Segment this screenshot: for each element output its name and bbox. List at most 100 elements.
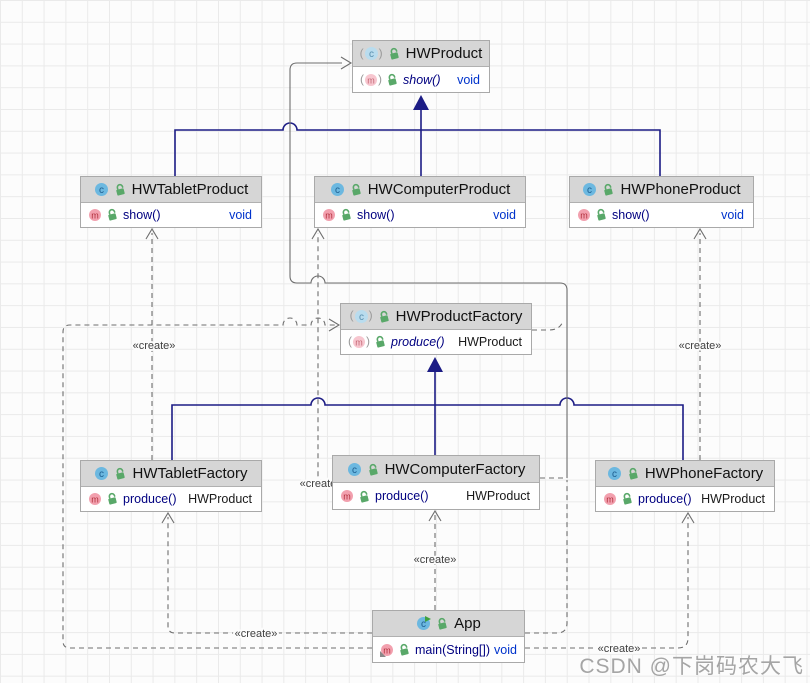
class-name: HWComputerFactory [384,460,526,478]
method-row[interactable]: (m) produce() HWProduct [341,330,531,355]
create-stereotype-label: «create» [235,628,278,640]
dependency-edge-factories-return-hwproduct-trunk [289,62,568,478]
inheritance-arrowhead-icon [413,95,429,110]
public-lock-icon [350,183,363,196]
class-icon: c [330,182,345,197]
method-return-type: HWProduct [458,334,522,349]
svg-text:c: c [612,469,617,480]
public-lock-icon [367,463,380,476]
method-row[interactable]: (m)show()void [353,67,489,92]
method-return-type: void [229,207,252,222]
method-icon: m [340,489,354,503]
svg-text:m: m [367,75,375,85]
public-lock-icon [106,208,119,221]
public-lock-icon [114,467,127,480]
method-row[interactable]: m produce() HWProduct [596,487,774,512]
method-name: show() [403,72,441,87]
method-return-type: HWProduct [701,491,765,506]
class-header[interactable]: (c) HWProductFactory [341,304,531,330]
class-box-hwcomputerfactory[interactable]: c HWComputerFactory m produce() HWProduct [332,455,540,510]
method-return-type: HWProduct [188,491,252,506]
svg-text:m: m [383,645,391,655]
class-box-hwproduct[interactable]: (c)HWProduct(m)show()void [352,40,490,93]
svg-text:c: c [99,185,104,196]
dependency-edge-hwcomputerfactory-creates-hwcomputerproduct [317,233,332,484]
class-header[interactable]: c HWTabletFactory [81,461,261,487]
dependency-arrowhead-icon [311,227,325,240]
class-header[interactable]: c HWPhoneFactory [596,461,774,487]
method-icon: m [380,643,394,657]
create-stereotype-label: «create» [679,340,722,352]
method-icon: m [88,492,102,506]
svg-text:m: m [91,210,99,220]
dependency-edge-app-uses-hwproduct [525,480,568,634]
class-box-hwcomputerproduct[interactable]: c HWComputerProduct m show() void [314,176,526,228]
class-box-hwtabletproduct[interactable]: c HWTabletProduct m show() void [80,176,262,228]
dependency-arrowhead-icon [681,511,695,524]
dependency-arrowhead-icon [328,318,341,332]
method-return-type: void [457,72,480,87]
public-lock-icon [374,335,387,348]
static-overlay-icon [380,650,386,657]
method-return-type: void [494,642,517,657]
class-icon: c [94,466,109,481]
method-return-type: HWProduct [466,489,530,503]
abstract-class-icon: (c) [349,308,373,323]
public-lock-icon [358,490,371,503]
class-icon: c [94,182,109,197]
svg-text:m: m [343,492,351,502]
svg-text:c: c [587,185,592,196]
method-row[interactable]: m show() void [81,203,261,228]
method-row[interactable]: m produce() HWProduct [333,483,539,509]
method-row[interactable]: m main(String[])void [373,637,524,662]
method-name: main(String[]) [415,642,491,657]
method-icon: m [577,208,591,222]
class-header[interactable]: c HWTabletProduct [81,177,261,203]
inheritance-edge-factories-extend-hwproductfactory [171,397,684,460]
abstract-method-icon: (m) [348,333,370,348]
svg-text:m: m [325,210,333,220]
dependency-arrowhead-icon [693,227,707,240]
class-name: HWTabletFactory [132,464,248,482]
public-lock-icon [388,47,401,60]
run-overlay-icon [425,616,432,622]
class-name: HWComputerProduct [367,180,511,198]
method-icon: m [603,492,617,506]
class-icon: c [347,462,362,477]
method-return-type: void [721,207,744,222]
class-header[interactable]: (c)HWProduct [353,41,489,67]
class-box-hwphonefactory[interactable]: c HWPhoneFactory m produce() HWProduct [595,460,775,512]
dependency-edge-app-creates-hwphonefactory [525,517,689,649]
method-name: produce() [375,489,429,503]
public-lock-icon [621,492,634,505]
class-header[interactable]: c HWComputerFactory [333,456,539,483]
method-name: produce() [391,334,445,349]
method-name: show() [357,207,395,222]
class-name: HWProductFactory [395,307,523,325]
public-lock-icon [595,208,608,221]
method-name: show() [123,207,161,222]
create-stereotype-label: «create» [133,340,176,352]
method-icon: m [88,208,102,222]
method-row[interactable]: m show() void [315,203,525,228]
svg-text:c: c [421,619,426,630]
method-name: produce() [638,491,692,506]
public-lock-icon [398,643,411,656]
method-return-type: void [493,207,516,222]
class-header[interactable]: c HWComputerProduct [315,177,525,203]
class-box-hwproductfactory[interactable]: (c) HWProductFactory (m) produce() HWProduct [340,303,532,355]
class-name: HWTabletProduct [131,180,249,198]
watermark: CSDN @下岗码农大飞 [579,655,804,678]
svg-text:m: m [355,337,363,347]
svg-text:m: m [91,494,99,504]
svg-text:c: c [99,469,104,480]
class-name: HWPhoneFactory [644,464,764,482]
